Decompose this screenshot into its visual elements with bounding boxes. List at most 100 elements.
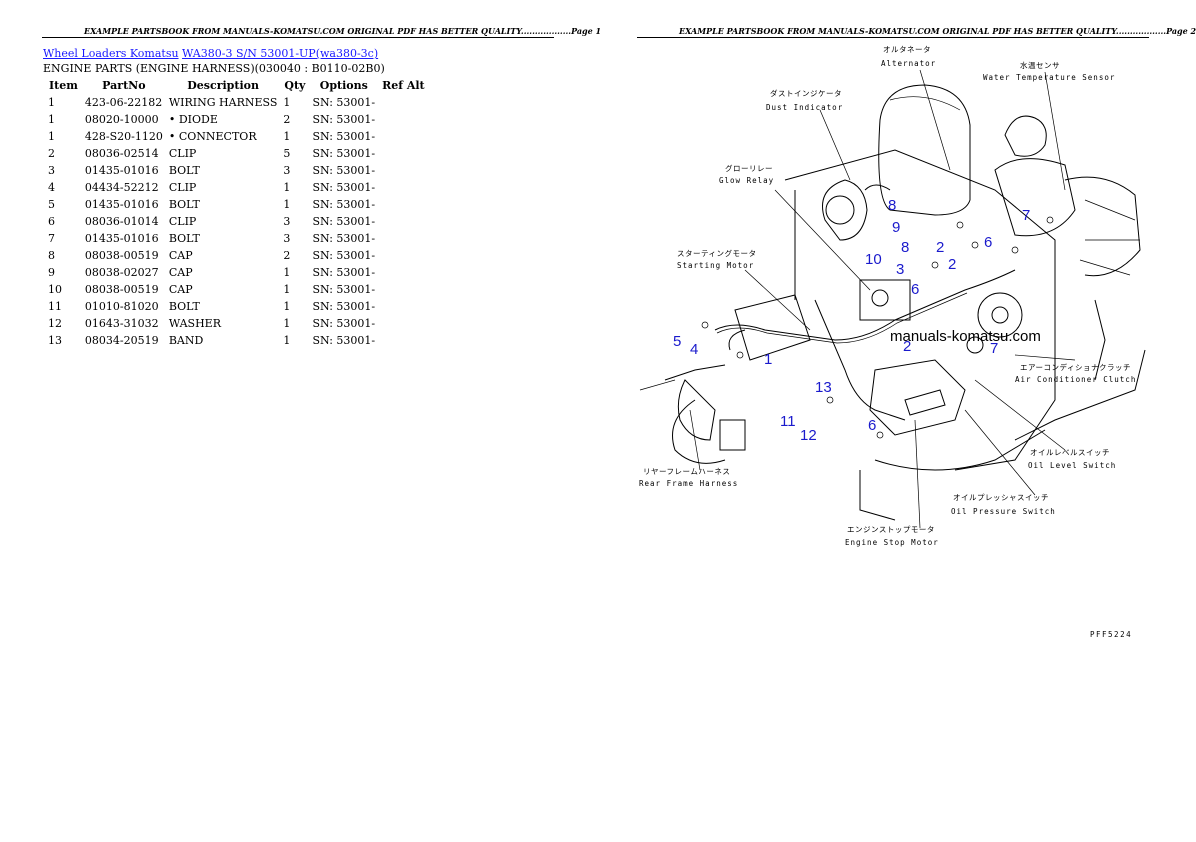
label-dust-en: Dust Indicator bbox=[766, 103, 843, 112]
col-header-options: Options bbox=[319, 78, 368, 92]
cell-options: SN: 53001- bbox=[312, 96, 376, 109]
breadcrumb-link-model[interactable]: WA380-3 S/N 53001-UP(wa380-3c) bbox=[182, 47, 379, 60]
cell-item: 1 bbox=[48, 113, 55, 126]
label-water-temp-en: Water Temperature Sensor bbox=[983, 73, 1115, 82]
label-oil-level-en: Oil Level Switch bbox=[1028, 461, 1116, 470]
cell-ref-alt bbox=[378, 111, 429, 128]
cell-partno: 01010-81020 bbox=[84, 300, 159, 313]
cell-item: 11 bbox=[48, 300, 62, 313]
cell-options: SN: 53001- bbox=[312, 249, 376, 262]
cell-ref-alt bbox=[378, 315, 429, 332]
cell-options: SN: 53001- bbox=[312, 283, 376, 296]
cell-item: 12 bbox=[48, 317, 62, 330]
label-alternator-en: Alternator bbox=[881, 59, 936, 68]
engine-line-art bbox=[639, 69, 1146, 529]
cell-description: BOLT bbox=[168, 164, 200, 177]
label-aircon-en: Air Conditioner Clutch bbox=[1015, 375, 1136, 384]
cell-description: WASHER bbox=[168, 317, 221, 330]
cell-item: 4 bbox=[48, 181, 55, 194]
col-header-item: Item bbox=[49, 78, 78, 92]
label-oil-level-jp: オイルレベルスイッチ bbox=[1030, 448, 1110, 457]
cell-description: • CONNECTOR bbox=[168, 130, 257, 143]
page-1: EXAMPLE PARTSBOOK FROM MANUALS-KOMATSU.C… bbox=[0, 0, 601, 842]
callout-number: 10 bbox=[865, 251, 882, 268]
cell-item: 2 bbox=[48, 147, 55, 160]
engine-harness-diagram: オルタネータ Alternator 水温センサ Water Temperatur… bbox=[639, 45, 1146, 639]
cell-qty: 1 bbox=[283, 283, 291, 296]
callout-number: 9 bbox=[892, 219, 900, 236]
cell-description: BOLT bbox=[168, 300, 200, 313]
callout-number: 7 bbox=[990, 340, 998, 357]
cell-ref-alt bbox=[378, 230, 429, 247]
label-rear-en: Rear Frame Harness bbox=[639, 479, 738, 488]
cell-options: SN: 53001- bbox=[312, 317, 376, 330]
callout-numbers: 8 9 8 2 6 7 10 3 2 6 2 5 4 1 13 11 12 6 … bbox=[673, 197, 1030, 444]
cell-ref-alt bbox=[378, 94, 429, 111]
cell-description: BAND bbox=[168, 334, 204, 347]
callout-number: 13 bbox=[815, 379, 832, 396]
label-oil-press-en: Oil Pressure Switch bbox=[951, 507, 1056, 516]
cell-ref-alt bbox=[378, 264, 429, 281]
cell-partno: 04434-52212 bbox=[84, 181, 159, 194]
label-starting-en: Starting Motor bbox=[677, 261, 754, 270]
cell-ref-alt bbox=[378, 162, 429, 179]
col-header-description: Description bbox=[187, 78, 259, 92]
callout-number: 3 bbox=[896, 261, 904, 278]
label-water-temp-jp: 水温センサ bbox=[1020, 60, 1060, 70]
label-glow-jp: グローリレー bbox=[725, 163, 773, 173]
cell-qty: 1 bbox=[283, 96, 291, 109]
callout-number: 6 bbox=[868, 417, 876, 434]
cell-ref-alt bbox=[378, 196, 429, 213]
cell-qty: 5 bbox=[283, 147, 291, 160]
callout-number: 6 bbox=[911, 281, 919, 298]
cell-item: 5 bbox=[48, 198, 55, 211]
callout-number: 5 bbox=[673, 333, 681, 350]
cell-options: SN: 53001- bbox=[312, 334, 376, 347]
cell-partno: 428-S20-1120 bbox=[84, 130, 163, 143]
header-rule bbox=[42, 37, 554, 38]
label-starting-jp: スターティングモータ bbox=[677, 248, 757, 258]
cell-options: SN: 53001- bbox=[312, 130, 376, 143]
cell-qty: 1 bbox=[283, 130, 291, 143]
col-header-ref-alt: Ref Alt bbox=[382, 78, 425, 92]
cell-partno: 423-06-22182 bbox=[84, 96, 163, 109]
cell-partno: 08038-00519 bbox=[84, 283, 159, 296]
page-header: EXAMPLE PARTSBOOK FROM MANUALS-KOMATSU.C… bbox=[679, 26, 1196, 36]
cell-partno: 01435-01016 bbox=[84, 198, 159, 211]
header-rule bbox=[637, 37, 1149, 38]
cell-description: CAP bbox=[168, 249, 193, 262]
breadcrumb: Wheel Loaders Komatsu WA380-3 S/N 53001-… bbox=[43, 47, 378, 60]
cell-options: SN: 53001- bbox=[312, 266, 376, 279]
callout-number: 11 bbox=[780, 413, 796, 430]
cell-options: SN: 53001- bbox=[312, 181, 376, 194]
cell-ref-alt bbox=[378, 179, 429, 196]
page-header: EXAMPLE PARTSBOOK FROM MANUALS-KOMATSU.C… bbox=[84, 26, 602, 36]
cell-item: 1 bbox=[48, 96, 55, 109]
callout-number: 6 bbox=[984, 234, 992, 251]
parts-table: Item PartNo Description Qty Options Ref … bbox=[45, 76, 429, 349]
callout-number: 4 bbox=[690, 341, 698, 358]
breadcrumb-link-category[interactable]: Wheel Loaders Komatsu bbox=[43, 47, 179, 60]
cell-description: CAP bbox=[168, 266, 193, 279]
cell-partno: 01435-01016 bbox=[84, 164, 159, 177]
col-header-partno: PartNo bbox=[102, 78, 146, 92]
cell-partno: 08034-20519 bbox=[84, 334, 159, 347]
cell-partno: 08036-01014 bbox=[84, 215, 159, 228]
cell-description: • DIODE bbox=[168, 113, 218, 126]
cell-qty: 2 bbox=[283, 113, 291, 126]
callout-number: 2 bbox=[903, 338, 911, 355]
cell-item: 13 bbox=[48, 334, 62, 347]
page-2: EXAMPLE PARTSBOOK FROM MANUALS-KOMATSU.C… bbox=[595, 0, 1196, 842]
cell-description: CLIP bbox=[168, 147, 197, 160]
cell-ref-alt bbox=[378, 298, 429, 315]
cell-description: BOLT bbox=[168, 198, 200, 211]
callout-number: 12 bbox=[800, 427, 817, 444]
